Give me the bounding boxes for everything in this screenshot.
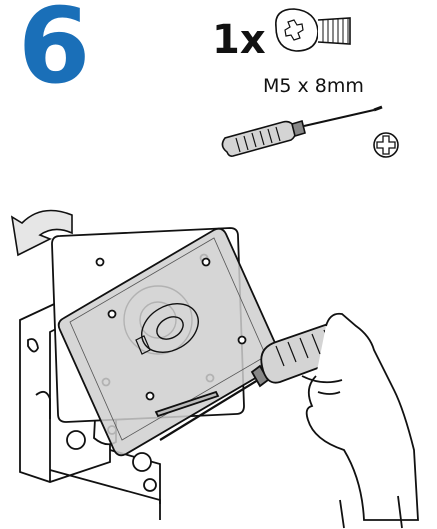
phillips-screw-icon [275, 8, 351, 52]
step-number: 6 [18, 0, 90, 107]
rotate-arrow-icon [10, 209, 73, 257]
screw-spec: M5 x 8mm [263, 75, 364, 97]
screw-quantity: 1x [212, 17, 266, 63]
hand-with-screwdriver [159, 312, 419, 529]
phillips-screwdriver-icon [221, 105, 383, 157]
phillips-head-icon [373, 132, 399, 158]
